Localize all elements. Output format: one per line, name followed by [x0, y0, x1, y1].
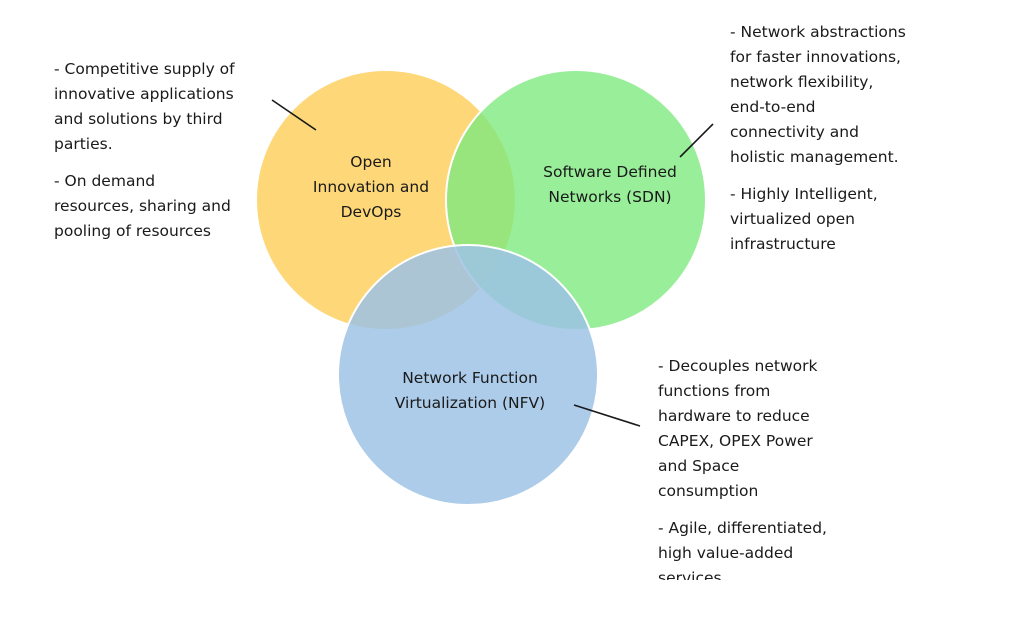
- note-line: - Competitive supply of: [54, 60, 235, 78]
- note-line: holistic management.: [730, 148, 899, 166]
- label-line: Software Defined: [543, 163, 677, 181]
- note-line: consumption: [658, 482, 759, 500]
- note-line: parties.: [54, 135, 113, 153]
- note-paragraph: - Decouples network functions from hardw…: [658, 354, 827, 504]
- label-line: Network Function: [402, 369, 538, 387]
- note-sdn: - Network abstractions for faster innova…: [730, 20, 906, 269]
- connector-line-right: [679, 123, 714, 158]
- label-line: Networks (SDN): [548, 188, 672, 206]
- circle-nfv: [337, 244, 599, 506]
- label-line: Virtualization (NFV): [394, 394, 546, 412]
- note-paragraph: - Network abstractions for faster innova…: [730, 20, 906, 170]
- note-line: hardware to reduce: [658, 407, 810, 425]
- note-line: - On demand: [54, 172, 156, 190]
- note-line: end-to-end: [730, 98, 816, 116]
- note-nfv: - Decouples network functions from hardw…: [658, 354, 827, 580]
- note-line: and solutions by third: [54, 110, 223, 128]
- note-line: connectivity and: [730, 123, 859, 141]
- note-line: functions from: [658, 382, 771, 400]
- label-line: Open: [350, 153, 392, 171]
- note-line: virtualized open: [730, 210, 855, 228]
- note-paragraph: - Highly Intelligent, virtualized open i…: [730, 182, 906, 257]
- note-line: infrastructure: [730, 235, 836, 253]
- note-line: CAPEX, OPEX Power: [658, 432, 813, 450]
- note-line: network flexibility,: [730, 73, 874, 91]
- label-sdn: Software Defined Networks (SDN): [530, 160, 690, 210]
- note-line: pooling of resources: [54, 222, 211, 240]
- note-line: - Network abstractions: [730, 23, 906, 41]
- note-paragraph: - Agile, differentiated, high value-adde…: [658, 516, 827, 580]
- note-line: high value-added: [658, 544, 794, 562]
- label-open-innovation: Open Innovation and DevOps: [291, 150, 451, 225]
- note-line: - Agile, differentiated,: [658, 519, 827, 537]
- note-open-innovation: - Competitive supply of innovative appli…: [54, 57, 235, 256]
- note-paragraph: - On demand resources, sharing and pooli…: [54, 169, 235, 244]
- connector-line-left: [271, 99, 317, 131]
- connector-line-bottom: [573, 404, 641, 427]
- note-line: for faster innovations,: [730, 48, 901, 66]
- note-line: - Highly Intelligent,: [730, 185, 878, 203]
- label-line: DevOps: [340, 203, 402, 221]
- note-paragraph: - Competitive supply of innovative appli…: [54, 57, 235, 157]
- note-line: and Space: [658, 457, 740, 475]
- note-line: - Decouples network: [658, 357, 818, 375]
- label-nfv: Network Function Virtualization (NFV): [380, 366, 560, 416]
- note-line: resources, sharing and: [54, 197, 231, 215]
- note-line: services: [658, 569, 722, 580]
- note-line: innovative applications: [54, 85, 234, 103]
- label-line: Innovation and: [312, 178, 430, 196]
